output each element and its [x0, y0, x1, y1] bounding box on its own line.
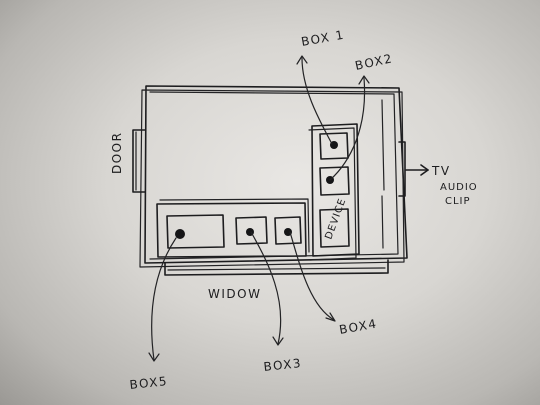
box4-label: BOX4 [338, 316, 378, 336]
door: DOOR [110, 129, 146, 193]
audio-label: AUDIO [440, 182, 478, 193]
tv-audio-clip: TV AUDIO CLIP [381, 99, 478, 249]
device [319, 208, 350, 248]
tv-label: TV [431, 164, 451, 178]
box4 [274, 216, 302, 245]
door-label: DOOR [110, 132, 124, 174]
box5-dot [175, 229, 185, 239]
bottom-unit [156, 198, 310, 258]
right-unit: DEVICE [308, 123, 360, 261]
box5 [166, 214, 225, 249]
leader-lines [148, 55, 370, 362]
box2-label: BOX2 [354, 51, 395, 73]
window-label: WIDOW [208, 287, 261, 301]
clip-label: CLIP [445, 196, 471, 207]
box3-label: BOX3 [263, 356, 303, 374]
window: WIDOW [164, 259, 389, 301]
device-label: DEVICE [323, 197, 348, 241]
box3 [235, 216, 268, 245]
room-outline [139, 85, 408, 268]
box1-label: BOX 1 [300, 28, 346, 49]
box2 [319, 166, 350, 196]
box5-label: BOX5 [129, 374, 169, 392]
